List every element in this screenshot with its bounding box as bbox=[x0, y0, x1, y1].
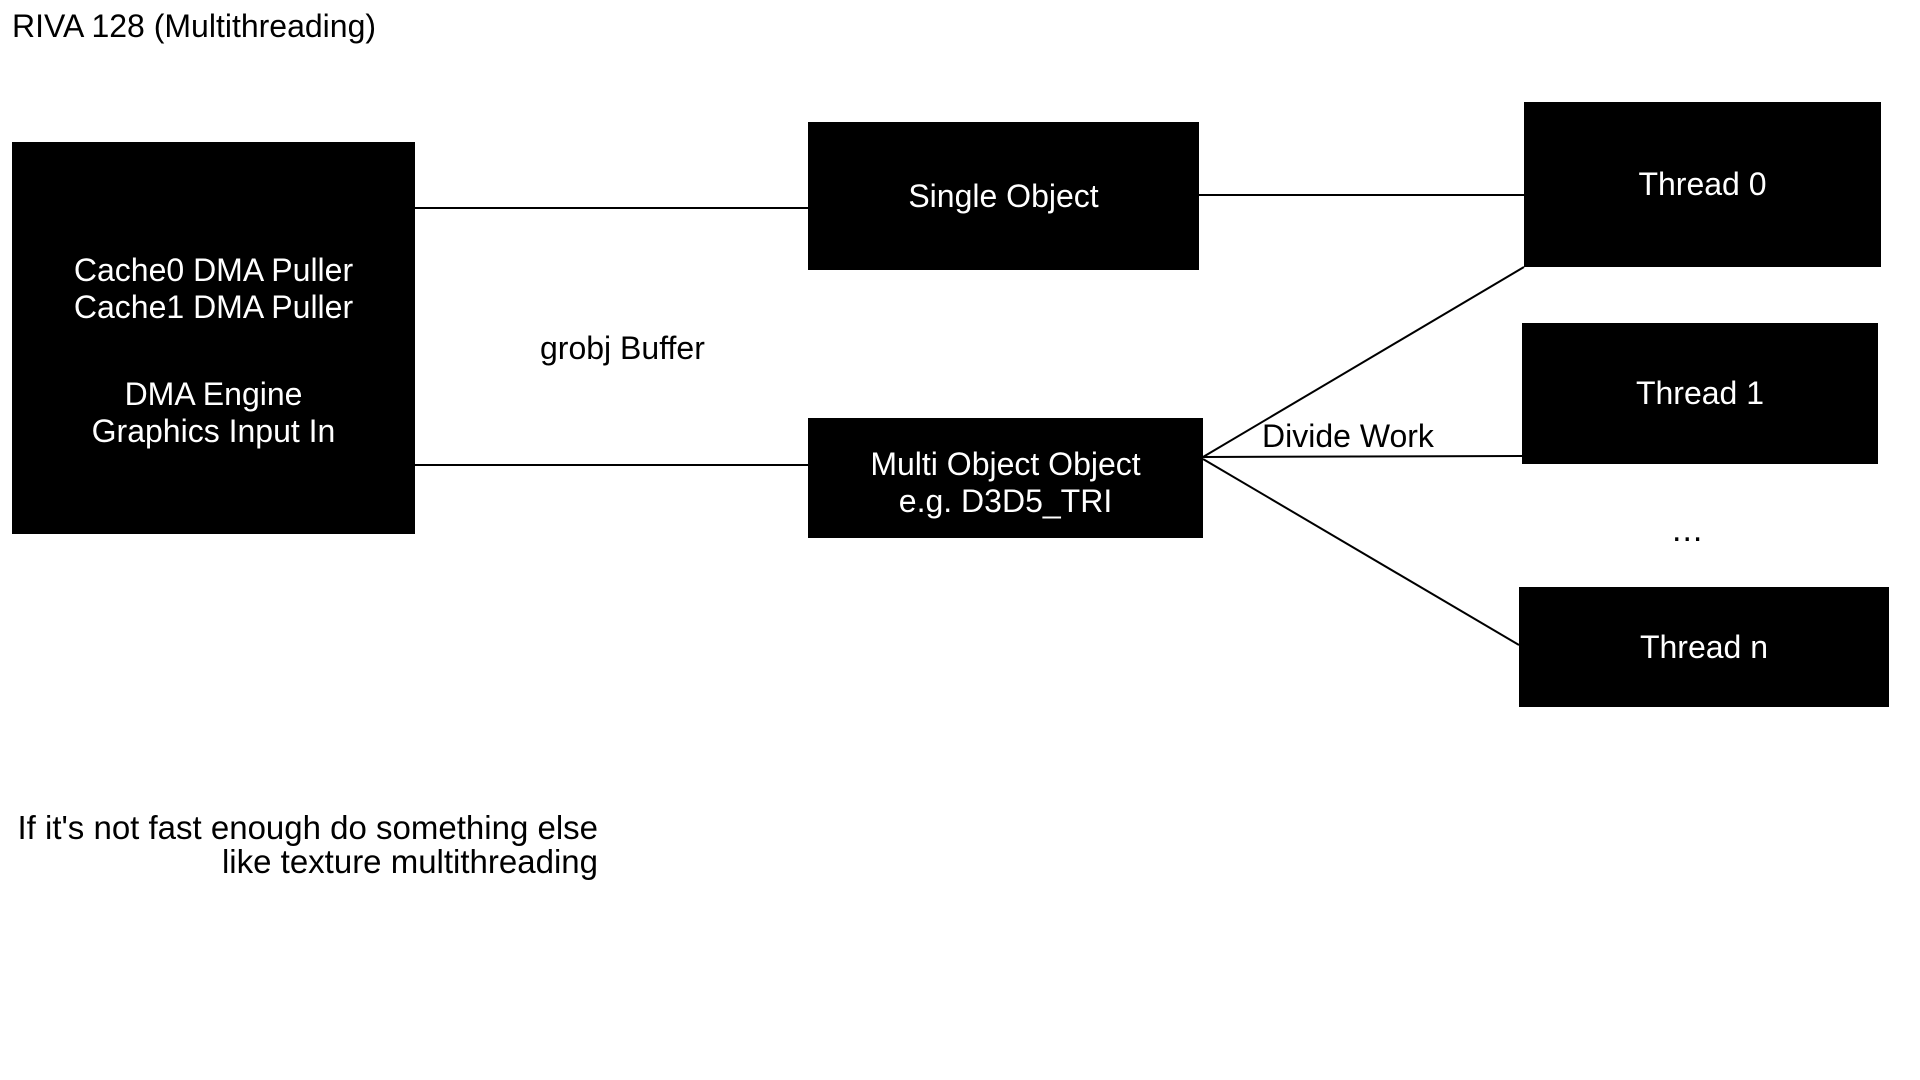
bottom-note: If it's not fast enough do something els… bbox=[18, 811, 599, 879]
single-object-box: Single Object bbox=[808, 122, 1199, 270]
bottom-note-line1: If it's not fast enough do something els… bbox=[17, 809, 599, 846]
dma-puller-box: Cache0 DMA Puller Cache1 DMA Puller DMA … bbox=[12, 142, 415, 534]
connector-multi-object-to-thread-n bbox=[1202, 458, 1520, 646]
thread1-label: Thread 1 bbox=[1635, 375, 1765, 411]
threads-ellipsis: ... bbox=[1672, 511, 1704, 549]
multi-object-label-line2: e.g. D3D5_TRI bbox=[898, 483, 1113, 519]
dma-puller-line-cache1: Cache1 DMA Puller bbox=[73, 289, 354, 325]
thread-n-box: Thread n bbox=[1519, 587, 1889, 707]
thread0-label: Thread 0 bbox=[1638, 166, 1767, 202]
dma-engine-line: DMA Engine bbox=[124, 376, 303, 412]
thread-n-label: Thread n bbox=[1639, 628, 1769, 665]
connector-multi-object-to-thread1 bbox=[1202, 455, 1523, 458]
divide-work-label: Divide Work bbox=[1262, 418, 1434, 454]
dma-puller-line-cache0: Cache0 DMA Puller bbox=[73, 252, 354, 288]
bottom-note-line2: like texture multithreading bbox=[221, 843, 598, 880]
dma-puller-lines: Cache0 DMA Puller Cache1 DMA Puller bbox=[74, 252, 353, 326]
dma-engine-lines: DMA Engine Graphics Input In bbox=[92, 376, 336, 450]
thread1-box: Thread 1 bbox=[1522, 323, 1878, 464]
thread0-box: Thread 0 bbox=[1524, 102, 1881, 267]
grobj-buffer-label: grobj Buffer bbox=[540, 330, 705, 366]
single-object-label: Single Object bbox=[908, 177, 1099, 214]
diagram-title: RIVA 128 (Multithreading) bbox=[12, 8, 377, 44]
graphics-input-line: Graphics Input In bbox=[91, 413, 336, 449]
multi-object-label-line1: Multi Object Object bbox=[870, 446, 1141, 482]
multi-object-box: Multi Object Object e.g. D3D5_TRI bbox=[808, 418, 1203, 538]
